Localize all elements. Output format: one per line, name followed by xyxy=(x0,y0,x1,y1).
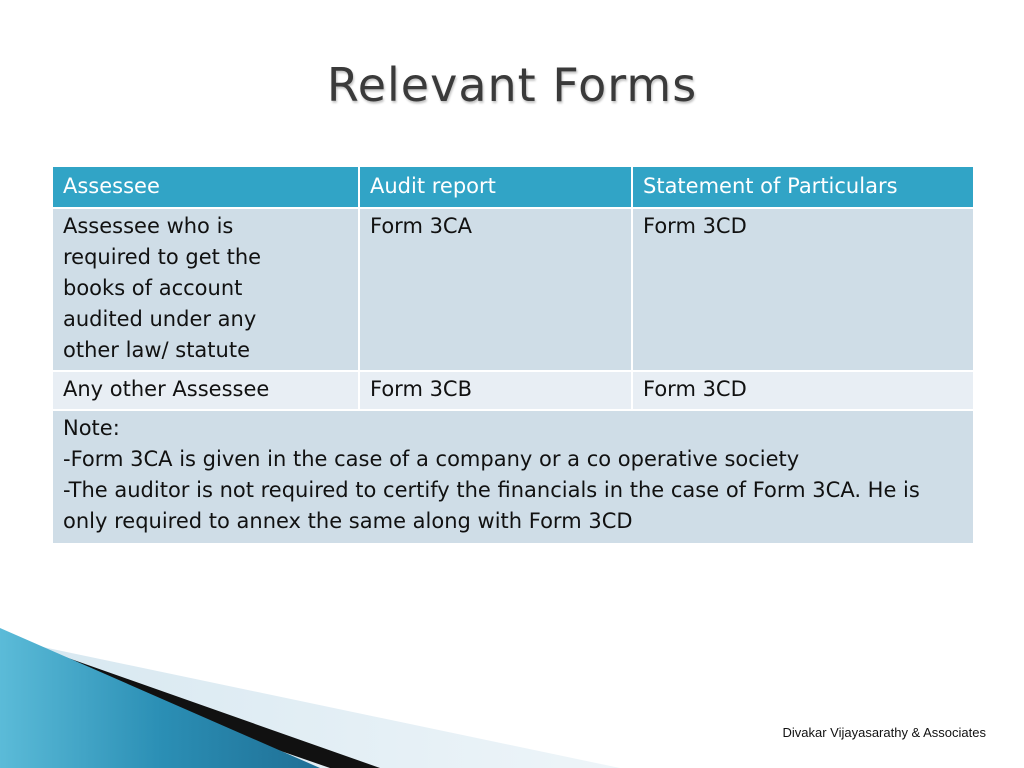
table-cell-assessee: Assessee who is required to get the book… xyxy=(51,207,360,372)
table-header-row: Assessee Audit report Statement of Parti… xyxy=(51,165,975,209)
header-statement-of-particulars: Statement of Particulars xyxy=(631,165,975,209)
decorative-wave xyxy=(0,628,620,768)
note-line: -Form 3CA is given in the case of a comp… xyxy=(63,447,800,471)
header-assessee: Assessee xyxy=(51,165,360,209)
note-heading: Note: xyxy=(63,416,120,440)
footer-credit: Divakar Vijayasarathy & Associates xyxy=(782,725,986,740)
blue-wave xyxy=(0,628,320,768)
table-cell-statement: Form 3CD xyxy=(631,207,975,372)
note-line: -The auditor is not required to certify … xyxy=(63,478,920,533)
forms-table: Assessee Audit report Statement of Parti… xyxy=(51,165,975,545)
note-row: Note: -Form 3CA is given in the case of … xyxy=(51,409,975,545)
note-cell: Note: -Form 3CA is given in the case of … xyxy=(51,409,975,545)
table-row: Any other Assessee Form 3CB Form 3CD xyxy=(51,370,975,411)
table-cell-audit-report: Form 3CB xyxy=(358,370,633,411)
slide-title: Relevant Forms xyxy=(326,58,698,112)
table-row: Assessee who is required to get the book… xyxy=(51,207,975,372)
header-audit-report: Audit report xyxy=(358,165,633,209)
table-cell-assessee: Any other Assessee xyxy=(51,370,360,411)
table-cell-audit-report: Form 3CA xyxy=(358,207,633,372)
black-stripe xyxy=(0,634,380,768)
table-cell-statement: Form 3CD xyxy=(631,370,975,411)
